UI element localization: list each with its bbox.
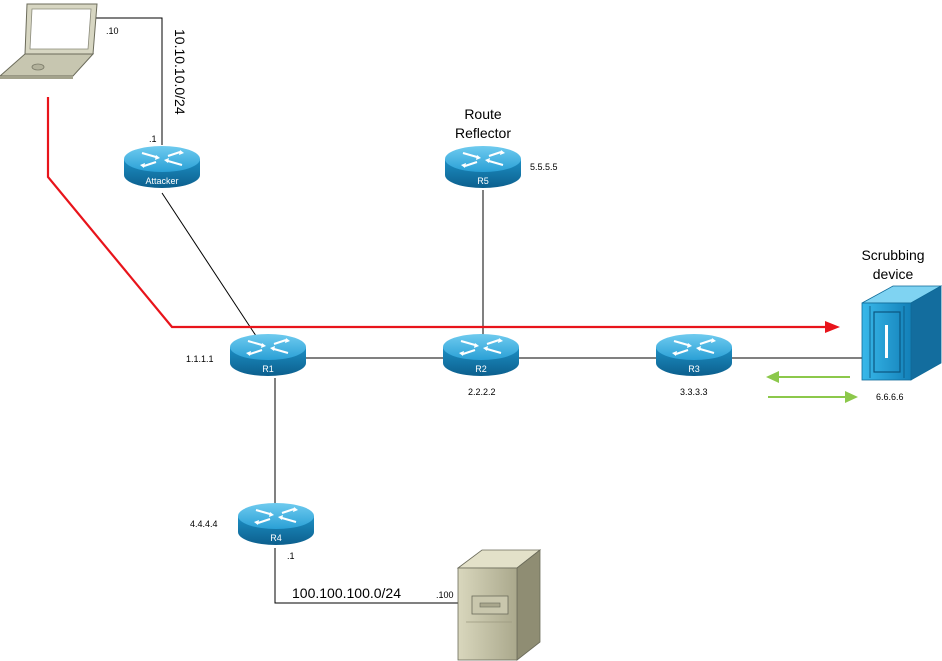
scrubbing-device-title-line1: Scrubbing [861,247,925,263]
r1-loopback-label: 1.1.1.1 [186,354,214,364]
scrubbing-device-loopback-label: 6.6.6.6 [876,392,904,402]
server-lan-network-label: 100.100.100.0/24 [292,585,401,601]
r3-loopback-label: 3.3.3.3 [680,387,708,397]
router-r5-label: R5 [477,176,489,186]
attacker-ip-label: .1 [149,134,157,144]
links [96,17,862,604]
server-tower-icon [456,549,542,661]
scrubbing-device-title: Scrubbing device [853,246,933,284]
route-reflector-title-line1: Route [464,106,502,122]
attacker-lan-network-label: 10.10.10.0/24 [172,29,188,115]
route-reflector-title-line2: Reflector [454,125,512,141]
router-r2-label: R2 [475,364,487,374]
router-r1-label: R1 [262,364,274,374]
link-laptop-attacker [96,17,163,145]
r4-ip-label: .1 [287,551,295,561]
server-ip-label: .100 [436,590,454,600]
router-r4-label: R4 [270,533,282,543]
laptop-ip-label: .10 [106,26,119,36]
clean-traffic-arrows [766,371,858,403]
router-r3-label: R3 [688,364,700,374]
attack-path-arrowhead [825,321,840,333]
route-reflector-title: Route Reflector [446,105,520,143]
link-attacker-r1 [161,192,263,346]
attack-path [46,97,826,329]
laptop-icon [0,3,98,79]
r2-loopback-label: 2.2.2.2 [468,387,496,397]
scrubbing-device-title-line2: device [872,266,914,282]
r4-loopback-label: 4.4.4.4 [190,519,218,529]
r5-loopback-label: 5.5.5.5 [530,162,558,172]
scrubbing-appliance-icon [861,285,942,381]
link-r4-server [274,548,458,604]
router-attacker-label: Attacker [145,176,179,186]
